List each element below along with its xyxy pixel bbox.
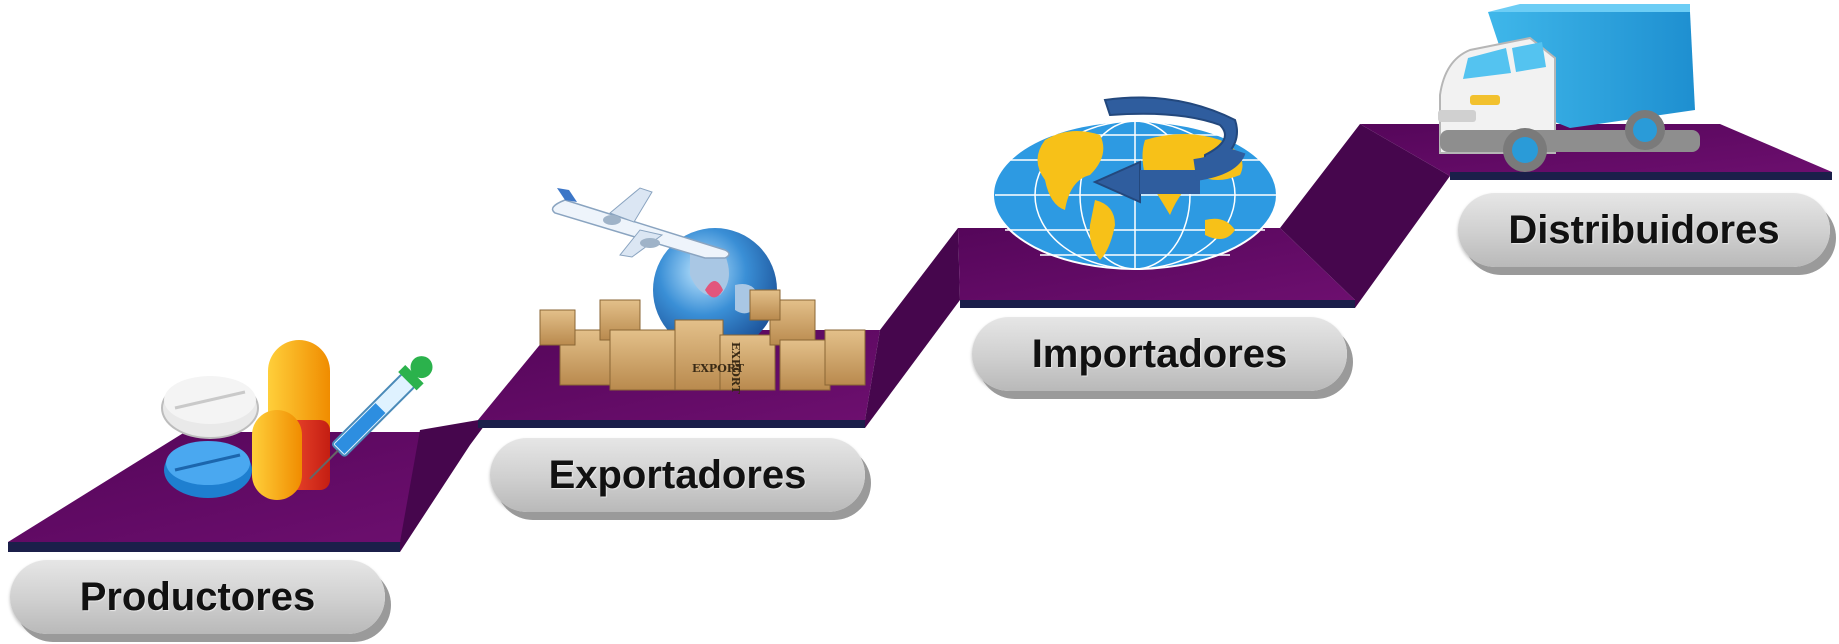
stage-label-text: Distribuidores [1508,207,1780,252]
stage-label-text: Productores [79,574,316,619]
delivery-truck-icon [1438,4,1700,172]
export-box-label: EXPORT [692,362,745,375]
stage-label-distribuidores: Distribuidores [1458,193,1830,267]
stage-label-importadores: Importadores [972,317,1347,391]
riser-1 [400,418,510,552]
stage-label-exportadores: Exportadores [490,438,865,512]
stage-label-productores: Productores [10,560,385,634]
riser-2 [865,228,960,428]
riser-3 [1280,124,1450,308]
airplane [551,187,730,259]
stage-label-text: Exportadores [548,452,807,497]
airplane-globe-export-boxes-icon: EXPORT EXPORT [539,187,866,395]
medicine-pills-syringe-icon [161,340,433,500]
world-map-arrow-icon [992,96,1278,270]
export-box-side-label: EXPORT [729,342,742,395]
stage-label-text: Importadores [1031,331,1288,376]
